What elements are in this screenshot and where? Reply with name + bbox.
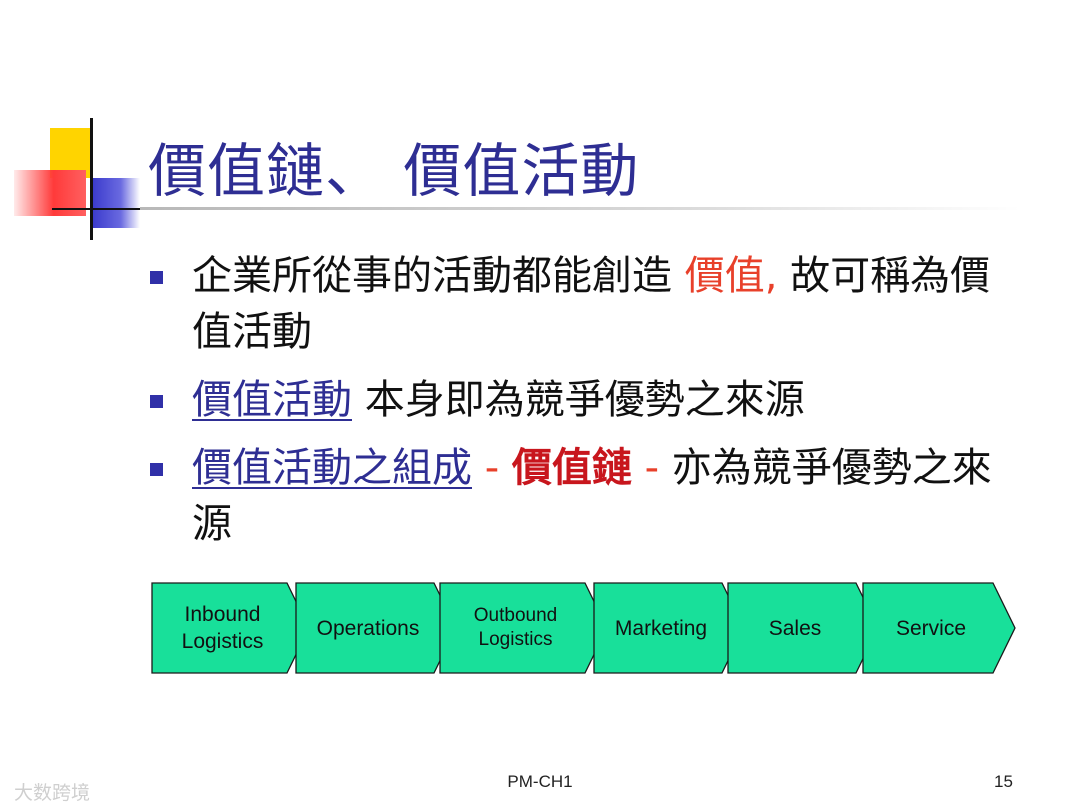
footer-label: PM-CH1	[507, 772, 573, 791]
decor-blue-square	[92, 178, 140, 228]
value-chain-stage-label: Service	[895, 616, 967, 640]
page-number: 15	[994, 772, 1013, 791]
value-chain-stage-label: Outbound Logistics	[473, 605, 558, 650]
slide-title: 價值鏈、 價值活動	[148, 137, 640, 205]
decor-horizontal-line	[52, 208, 142, 210]
bullet-text: 故可稱為價值活動	[192, 253, 991, 355]
bullet-item: 企業所從事的活動都能創造 價值, 故可稱為價值活動	[150, 248, 1030, 360]
watermark-logo: 大数跨境	[14, 782, 91, 804]
value-chain-stage-label: Marketing	[614, 616, 708, 640]
bullet-text: 價值鏈	[511, 445, 632, 491]
bullet-marker-icon	[150, 271, 163, 284]
bullet-link-text[interactable]: 價值活動	[192, 377, 352, 423]
value-chain-stage: Service	[862, 582, 1016, 674]
bullet-text: 亦為競爭優勢之來源	[192, 445, 992, 547]
value-chain-stage-label: Sales	[768, 616, 822, 640]
bullet-text: 企業所從事的活動都能創造	[192, 253, 685, 299]
value-chain-stage: Outbound Logistics	[439, 582, 608, 674]
bullet-link-text[interactable]: 價值活動之組成	[192, 445, 472, 491]
bullet-marker-icon	[150, 463, 163, 476]
decor-yellow-square	[50, 128, 92, 178]
bullet-text: -	[631, 445, 672, 491]
bullet-item: 價值活動之組成 - 價值鏈 - 亦為競爭優勢之來源	[150, 440, 1030, 552]
value-chain-stage-label: Operations	[316, 616, 420, 640]
title-underline-rule	[140, 207, 1020, 210]
bullet-text: 本身即為競爭優勢之來源	[352, 377, 805, 423]
value-chain-stage-label: Inbound Logistics	[181, 603, 264, 653]
value-chain-stage: Operations	[295, 582, 457, 674]
value-chain-stage: Sales	[727, 582, 879, 674]
value-chain-diagram: Inbound Logistics Operations Outbound Logi…	[151, 582, 1016, 675]
bullet-text: 價值,	[684, 253, 778, 299]
chevron-shape-icon	[862, 582, 1016, 674]
decor-vertical-line	[90, 118, 93, 240]
value-chain-stage: Marketing	[593, 582, 745, 674]
bullet-text: -	[472, 445, 512, 491]
bullet-marker-icon	[150, 395, 163, 408]
value-chain-stage: Inbound Logistics	[151, 582, 310, 674]
bullet-list: 企業所從事的活動都能創造 價值, 故可稱為價值活動價值活動 本身即為競爭優勢之來…	[150, 248, 1030, 564]
bullet-item: 價值活動 本身即為競爭優勢之來源	[150, 372, 1030, 428]
